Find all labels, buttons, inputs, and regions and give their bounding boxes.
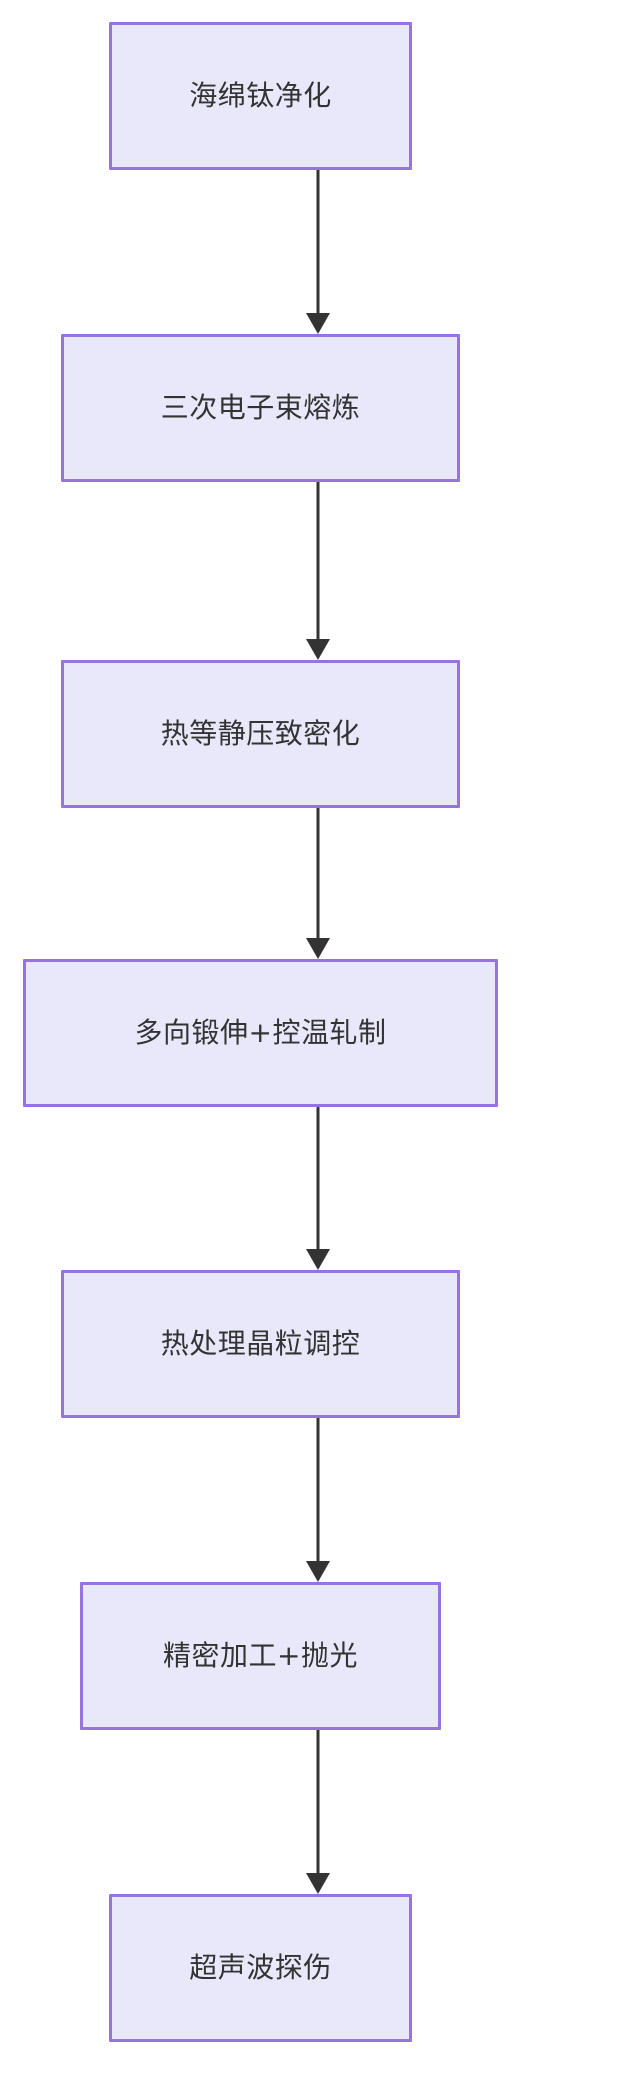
flow-node-label: 多向锻伸+控温轧制 xyxy=(134,1016,387,1050)
flow-edge-arrowhead-icon xyxy=(306,1873,330,1894)
flow-edge-arrowhead-icon xyxy=(306,1561,330,1582)
flow-node-label: 热等静压致密化 xyxy=(160,717,361,751)
flow-node-n6[interactable]: 精密加工+抛光 xyxy=(80,1582,441,1730)
flow-edge-arrowhead-icon xyxy=(306,938,330,959)
flow-node-n5[interactable]: 热处理晶粒调控 xyxy=(61,1270,460,1418)
flow-edge-arrowhead-icon xyxy=(306,1249,330,1270)
flow-node-label: 热处理晶粒调控 xyxy=(160,1327,361,1361)
flow-node-label: 精密加工+抛光 xyxy=(163,1639,358,1673)
flow-node-n7[interactable]: 超声波探伤 xyxy=(109,1894,412,2042)
flow-edge-arrowhead-icon xyxy=(306,313,330,334)
flow-node-n4[interactable]: 多向锻伸+控温轧制 xyxy=(23,959,498,1107)
flow-node-label: 超声波探伤 xyxy=(189,1951,332,1985)
flow-node-n2[interactable]: 三次电子束熔炼 xyxy=(61,334,460,482)
flow-node-label: 海绵钛净化 xyxy=(189,79,332,113)
flow-edge-arrowhead-icon xyxy=(306,639,330,660)
flow-node-n3[interactable]: 热等静压致密化 xyxy=(61,660,460,808)
flow-node-n1[interactable]: 海绵钛净化 xyxy=(109,22,412,170)
flow-node-label: 三次电子束熔炼 xyxy=(160,391,361,425)
